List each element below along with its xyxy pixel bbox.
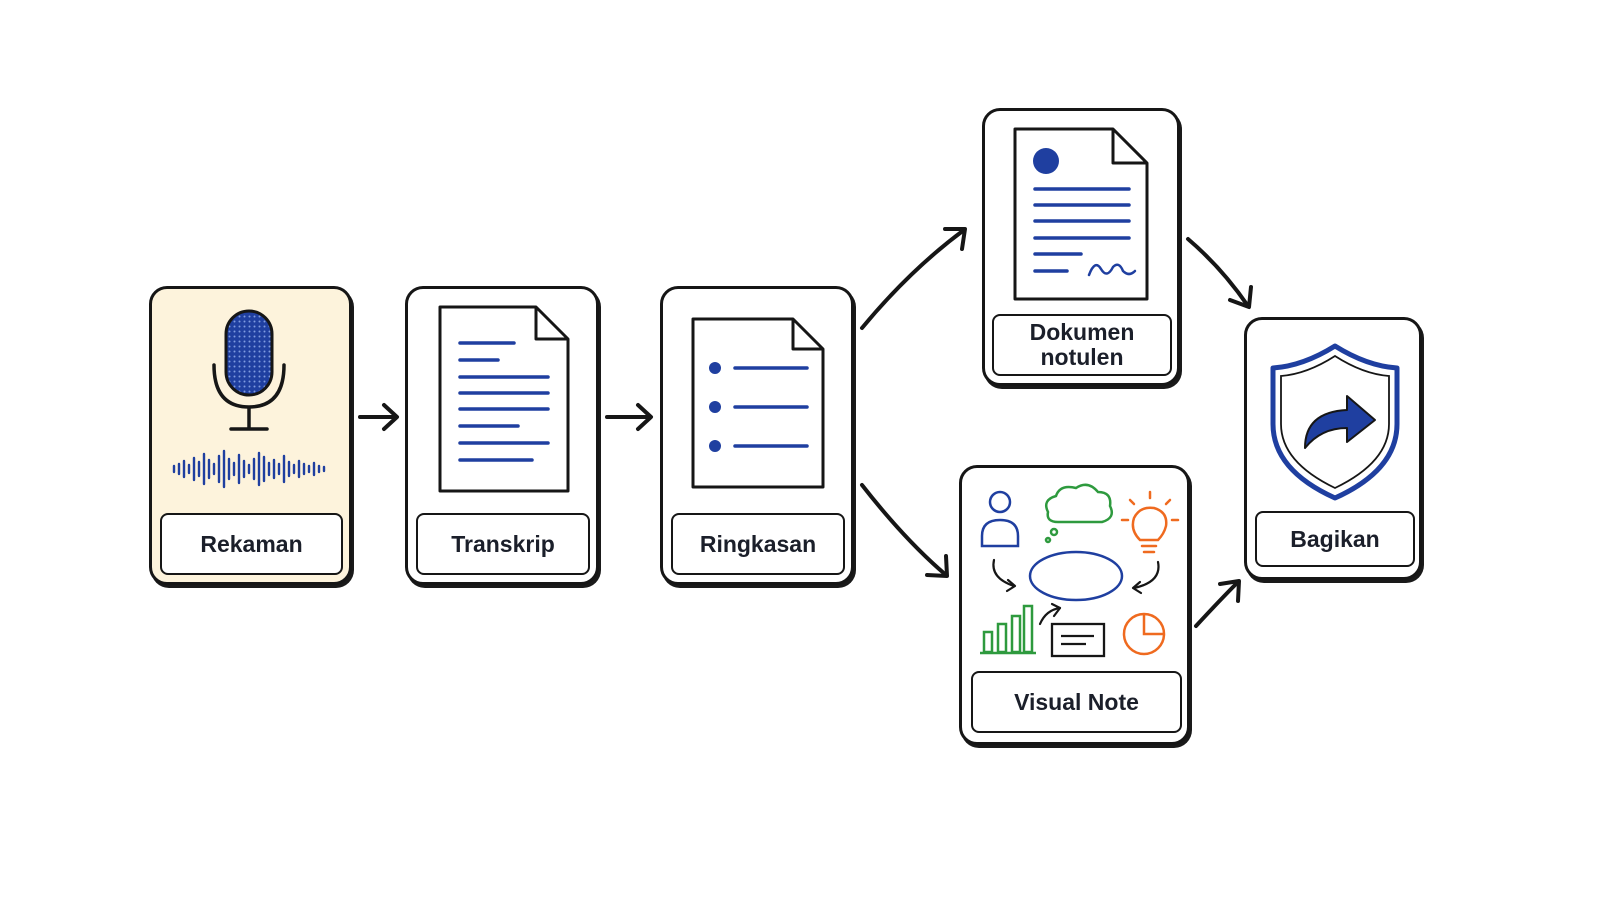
node-label: Dokumen notulen [992, 314, 1172, 376]
edge-transkrip-ringkasan [605, 403, 653, 431]
edge-dokumen-bagikan [1186, 237, 1253, 309]
node-ringkasan[interactable]: Ringkasan [660, 286, 854, 585]
mind-map-icon [980, 483, 1180, 658]
document-lines-icon [438, 305, 570, 493]
edge-ringkasan-visual [860, 483, 949, 578]
cloud-thought-icon [1044, 483, 1113, 544]
signed-document-icon [1013, 127, 1149, 301]
node-rekaman[interactable]: Rekaman [149, 286, 352, 585]
node-label: Rekaman [160, 513, 343, 575]
note-card-icon [1050, 622, 1106, 658]
edge-rekaman-transkrip [358, 403, 399, 431]
person-icon [980, 490, 1020, 548]
node-bagikan[interactable]: Bagikan [1244, 317, 1422, 580]
microphone-waveform-icon [172, 309, 326, 489]
lightbulb-icon [1120, 490, 1180, 554]
node-label: Visual Note [971, 671, 1182, 733]
pie-chart-icon [1122, 612, 1166, 656]
bar-chart-icon [980, 604, 1036, 655]
node-transkrip[interactable]: Transkrip [405, 286, 599, 585]
node-dokumen-notulen[interactable]: Dokumen notulen [982, 108, 1180, 386]
node-label: Ringkasan [671, 513, 845, 575]
edge-visual-bagikan [1194, 579, 1241, 628]
node-visual-note[interactable]: Visual Note [959, 465, 1190, 745]
edge-ringkasan-dokumen [860, 227, 967, 330]
node-label: Transkrip [416, 513, 590, 575]
bullet-list-document-icon [691, 317, 825, 489]
central-topic-ellipse [1028, 550, 1124, 602]
shield-share-icon [1270, 343, 1400, 501]
share-arrow-icon [1304, 395, 1376, 449]
node-label: Bagikan [1255, 511, 1415, 567]
